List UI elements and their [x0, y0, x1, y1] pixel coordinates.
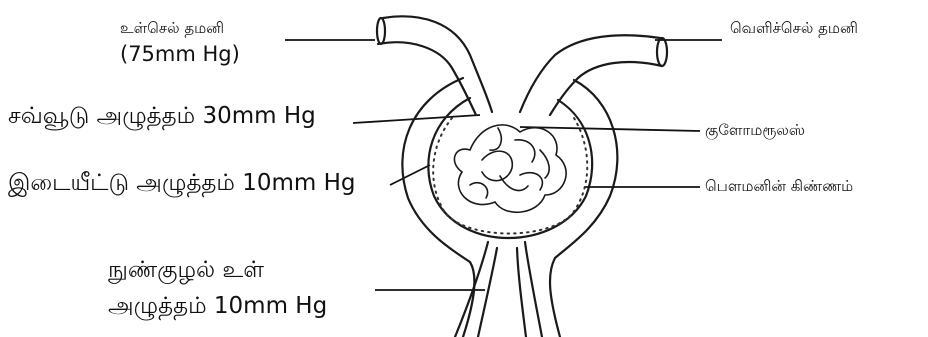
afferent-arteriole-label: உள்செல் தமனி: [120, 20, 224, 37]
glomerulus-tuft: [454, 125, 566, 212]
afferent-opening: [377, 18, 385, 44]
tubule-inner-right: [517, 248, 526, 337]
tubule-inner-left: [478, 248, 497, 337]
capsule-space-dots: [433, 118, 587, 234]
afferent-pressure-label: (75mm Hg): [120, 42, 240, 66]
afferent-arteriole: [383, 16, 492, 112]
glomerulus-label: குளோமரூலஸ்: [705, 122, 805, 139]
leader-interstitial: [390, 165, 430, 185]
tubule-right-wall: [525, 242, 542, 337]
efferent-arteriole: [520, 35, 660, 112]
tubule-pressure-label-line2: அழுத்தம் 10mm Hg: [108, 293, 327, 319]
interstitial-pressure-label: இடையீட்டு அழுத்தம் 10mm Hg: [8, 170, 356, 196]
bowmans-capsule-label: பௌமனின் கிண்ணம்: [705, 178, 853, 195]
capsule-inner: [428, 98, 592, 238]
osmotic-pressure-label: சவ்வூடு அழுத்தம் 30mm Hg: [8, 103, 316, 129]
efferent-opening: [657, 38, 667, 66]
efferent-arteriole-label: வெளிச்செல் தமனி: [730, 20, 858, 37]
tubule-pressure-label-line1: நுண்குழல் உள்: [108, 257, 264, 283]
capsule-outer-right: [550, 80, 617, 337]
